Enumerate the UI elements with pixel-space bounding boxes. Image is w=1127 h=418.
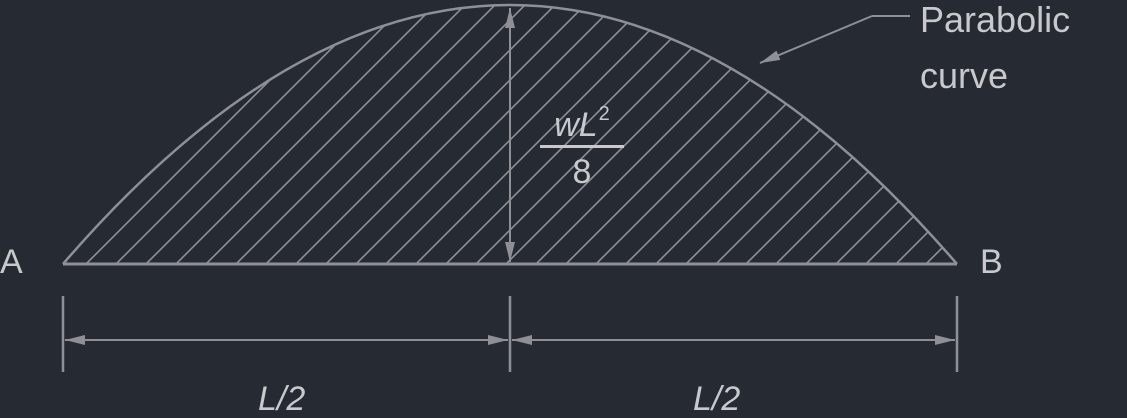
hatch-line [655, 5, 921, 264]
hatch-line [63, 5, 321, 264]
callout-label-line1: Parabolic [920, 0, 1071, 40]
point-a-label: A [0, 243, 23, 281]
hatch-line [63, 5, 141, 264]
left-span-label: L/2 [258, 380, 306, 418]
hatch-line [115, 5, 381, 264]
hatch-line [415, 5, 681, 264]
fraction-bar [540, 145, 624, 148]
hatch-line [355, 5, 621, 264]
hatch-line [445, 5, 711, 264]
hatch-line [295, 5, 561, 264]
fraction-numerator: wL2 [540, 96, 624, 143]
callout-leader-arrow [759, 15, 873, 64]
max-moment-fraction: wL2 8 [540, 96, 624, 190]
point-b-label: B [980, 243, 1003, 281]
parabolic-curve [62, 3, 958, 265]
hatch-line [63, 5, 261, 264]
hatch-line [265, 5, 531, 264]
numerator-exponent: 2 [598, 103, 610, 125]
hatch-line [63, 5, 81, 264]
hatch-line [63, 5, 111, 264]
hatch-line [205, 5, 471, 264]
hatch-line [145, 5, 411, 264]
hatch-line [325, 5, 591, 264]
hatch-line [595, 5, 861, 264]
right-span-label: L/2 [693, 380, 741, 418]
hatch-line [63, 5, 171, 264]
callout-label-line2: curve [920, 55, 1009, 96]
hatch-line [385, 5, 651, 264]
hatch-line [835, 5, 957, 264]
fraction-denominator: 8 [572, 153, 592, 191]
hatch-line [85, 5, 351, 264]
hatch-line [625, 5, 891, 264]
hatch-line [235, 5, 501, 264]
hatch-line [63, 5, 291, 264]
numerator-text: wL [554, 106, 598, 144]
hatch-line [175, 5, 441, 264]
hatch-line [865, 5, 957, 264]
